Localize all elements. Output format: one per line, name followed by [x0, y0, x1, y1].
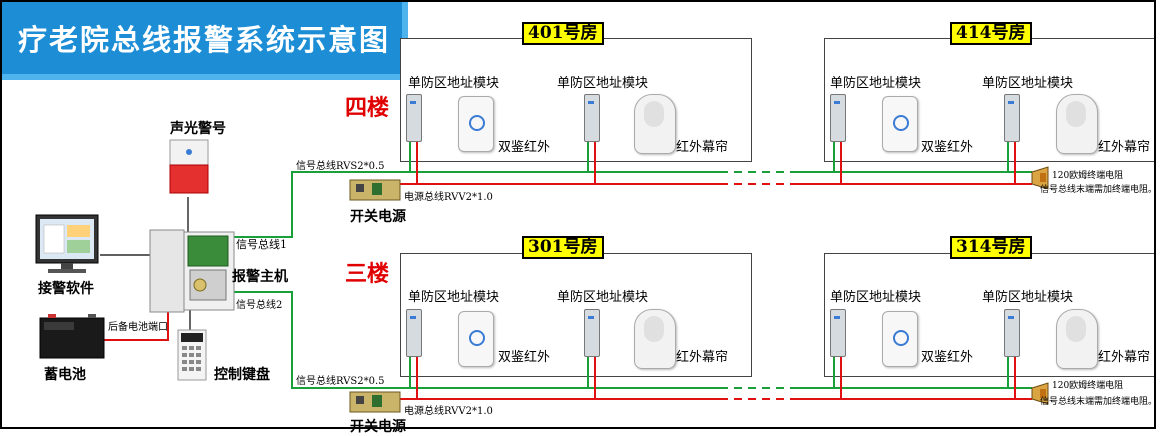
module-label-401b: 单防区地址模块: [557, 76, 649, 91]
module-label-414a: 单防区地址模块: [830, 76, 922, 91]
room-tag-301: 301号房: [522, 236, 604, 259]
psu-f3-label: 开关电源: [350, 419, 406, 435]
power-bus-f4-label: 电源总线RVV2*1.0: [404, 192, 493, 203]
control-keypad-icon: [177, 329, 207, 381]
curtain-ir-label-401: 红外幕帘: [676, 140, 729, 155]
resistor-f4-icon: [1031, 166, 1049, 190]
address-module-icon: [406, 309, 422, 357]
backup-port-label: 后备电池端口: [108, 322, 168, 333]
floor-4-label: 四楼: [345, 96, 390, 121]
psu-f4-label: 开关电源: [350, 209, 406, 225]
module-label-401a: 单防区地址模块: [408, 76, 500, 91]
dual-ir-label-301: 双鉴红外: [498, 350, 551, 365]
siren-label: 声光警号: [170, 121, 226, 137]
curtain-detector-icon: [634, 309, 676, 369]
module-label-301a: 单防区地址模块: [408, 290, 500, 305]
curtain-ir-label-314: 红外幕帘: [1098, 350, 1151, 365]
floor-3-label: 三楼: [345, 262, 390, 287]
resistor-f4-note: 信号总线末端需加终端电阻。: [1040, 185, 1158, 195]
psu-f3-icon: [349, 391, 401, 413]
signal-bus-f4-label: 信号总线RVS2*0.5: [296, 161, 385, 172]
dual-ir-label-414: 双鉴红外: [921, 140, 974, 155]
siren-icon: [169, 139, 209, 194]
address-module-icon: [1004, 94, 1020, 142]
module-label-414b: 单防区地址模块: [982, 76, 1074, 91]
alarm-software-label: 接警软件: [38, 281, 94, 297]
curtain-ir-label-414: 红外幕帘: [1098, 140, 1151, 155]
power-bus-f3-label: 电源总线RVV2*1.0: [404, 406, 493, 417]
battery-icon: [39, 314, 105, 359]
address-module-icon: [830, 309, 846, 357]
battery-label: 蓄电池: [44, 367, 86, 383]
keypad-label: 控制键盘: [214, 367, 270, 383]
room-tag-314: 314号房: [950, 236, 1032, 259]
dual-tech-detector-icon: [882, 311, 918, 367]
resistor-f3-label: 120欧姆终端电阻: [1052, 381, 1124, 391]
bus2-label: 信号总线2: [236, 300, 283, 311]
address-module-icon: [406, 94, 422, 142]
room-414-box: [824, 38, 1156, 162]
curtain-detector-icon: [634, 94, 676, 154]
title-banner: 疗老院总线报警系统示意图: [0, 0, 408, 80]
module-label-314b: 单防区地址模块: [982, 290, 1074, 305]
dual-tech-detector-icon: [882, 96, 918, 152]
battery-link: [104, 300, 169, 341]
bus1-label: 信号总线1: [236, 238, 287, 251]
dual-tech-detector-icon: [458, 96, 494, 152]
signal-bus-f3-label: 信号总线RVS2*0.5: [296, 376, 385, 387]
signal-bus-f4: [234, 171, 720, 238]
address-module-icon: [584, 94, 600, 142]
resistor-f4-label: 120欧姆终端电阻: [1052, 171, 1124, 181]
alarm-host-icon: [149, 229, 235, 313]
address-module-icon: [830, 94, 846, 142]
module-label-301b: 单防区地址模块: [557, 290, 649, 305]
signal-bus-f3: [234, 291, 720, 389]
address-module-icon: [1004, 309, 1020, 357]
dual-ir-label-314: 双鉴红外: [921, 350, 974, 365]
dual-ir-label-401: 双鉴红外: [498, 140, 551, 155]
address-module-icon: [584, 309, 600, 357]
module-label-314a: 单防区地址模块: [830, 290, 922, 305]
alarm-software-monitor-icon: [35, 214, 99, 273]
dual-tech-detector-icon: [458, 311, 494, 367]
curtain-ir-label-301: 红外幕帘: [676, 350, 729, 365]
diagram-title: 疗老院总线报警系统示意图: [18, 23, 391, 57]
curtain-detector-icon: [1056, 309, 1098, 369]
curtain-detector-icon: [1056, 94, 1098, 154]
resistor-f3-note: 信号总线末端需加终端电阻。: [1040, 397, 1158, 407]
alarm-host-label: 报警主机: [232, 269, 288, 285]
room-tag-414: 414号房: [950, 22, 1032, 45]
room-tag-401: 401号房: [522, 22, 604, 45]
resistor-f3-icon: [1031, 382, 1049, 405]
psu-f4-icon: [349, 179, 401, 201]
